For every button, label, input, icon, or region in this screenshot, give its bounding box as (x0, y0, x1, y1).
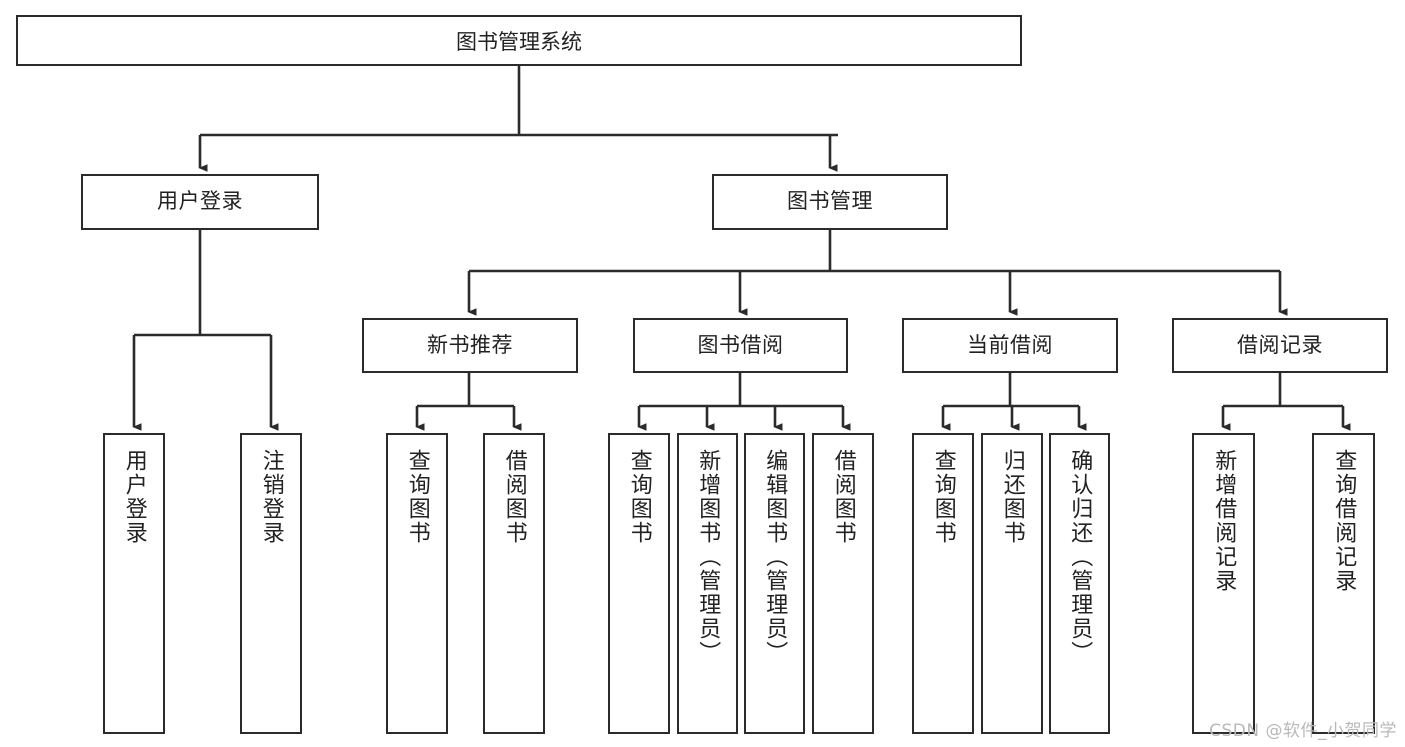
leaf-user-login-label: 用户登录 (121, 449, 147, 545)
leaf-return-book[interactable]: 归还图书 (981, 433, 1043, 734)
node-book-management-label: 图书管理 (787, 189, 873, 214)
leaf-query-book-bb[interactable]: 查询图书 (608, 433, 670, 734)
leaf-edit-book-admin[interactable]: 编辑图书（管理员） (744, 433, 805, 734)
leaf-add-borrow-record[interactable]: 新增借阅记录 (1192, 433, 1255, 734)
node-root[interactable]: 图书管理系统 (16, 15, 1022, 66)
leaf-borrow-book-nbr-label: 借阅图书 (501, 449, 527, 545)
leaf-add-borrow-record-label: 新增借阅记录 (1211, 449, 1237, 593)
node-borrow-record[interactable]: 借阅记录 (1172, 318, 1388, 373)
leaf-add-book-admin[interactable]: 新增图书（管理员） (677, 433, 738, 734)
watermark: CSDN @软件_小贺同学 (1209, 721, 1397, 741)
node-book-borrow[interactable]: 图书借阅 (633, 318, 848, 373)
leaf-confirm-return-admin-label: 确认归还（管理员） (1067, 449, 1093, 665)
leaf-borrow-book-bb[interactable]: 借阅图书 (812, 433, 874, 734)
leaf-query-book-nbr[interactable]: 查询图书 (386, 433, 448, 734)
node-new-book-recommend-label: 新书推荐 (427, 332, 513, 357)
leaf-borrow-book-bb-label: 借阅图书 (830, 449, 856, 545)
leaf-edit-book-admin-label: 编辑图书（管理员） (762, 449, 788, 665)
leaf-query-borrow-record[interactable]: 查询借阅记录 (1312, 433, 1375, 734)
leaf-confirm-return-admin[interactable]: 确认归还（管理员） (1049, 433, 1110, 734)
leaf-logout[interactable]: 注销登录 (240, 433, 302, 734)
leaf-add-book-admin-label: 新增图书（管理员） (695, 449, 721, 665)
node-new-book-recommend[interactable]: 新书推荐 (362, 318, 578, 373)
leaf-return-book-label: 归还图书 (999, 449, 1025, 545)
leaf-query-book-nbr-label: 查询图书 (404, 449, 430, 545)
leaf-logout-label: 注销登录 (258, 449, 284, 545)
node-book-management[interactable]: 图书管理 (712, 174, 948, 230)
leaf-query-book-cb[interactable]: 查询图书 (912, 433, 974, 734)
node-borrow-record-label: 借阅记录 (1237, 332, 1323, 357)
node-user-login-label: 用户登录 (157, 189, 243, 214)
node-user-login[interactable]: 用户登录 (81, 174, 319, 230)
leaf-user-login[interactable]: 用户登录 (103, 433, 165, 734)
node-current-borrow-label: 当前借阅 (967, 332, 1053, 357)
node-book-borrow-label: 图书借阅 (697, 332, 784, 357)
leaf-query-book-bb-label: 查询图书 (626, 449, 652, 545)
leaf-query-borrow-record-label: 查询借阅记录 (1331, 449, 1357, 593)
node-current-borrow[interactable]: 当前借阅 (902, 318, 1118, 373)
leaf-query-book-cb-label: 查询图书 (930, 449, 956, 545)
node-root-label: 图书管理系统 (456, 29, 582, 54)
leaf-borrow-book-nbr[interactable]: 借阅图书 (483, 433, 545, 734)
